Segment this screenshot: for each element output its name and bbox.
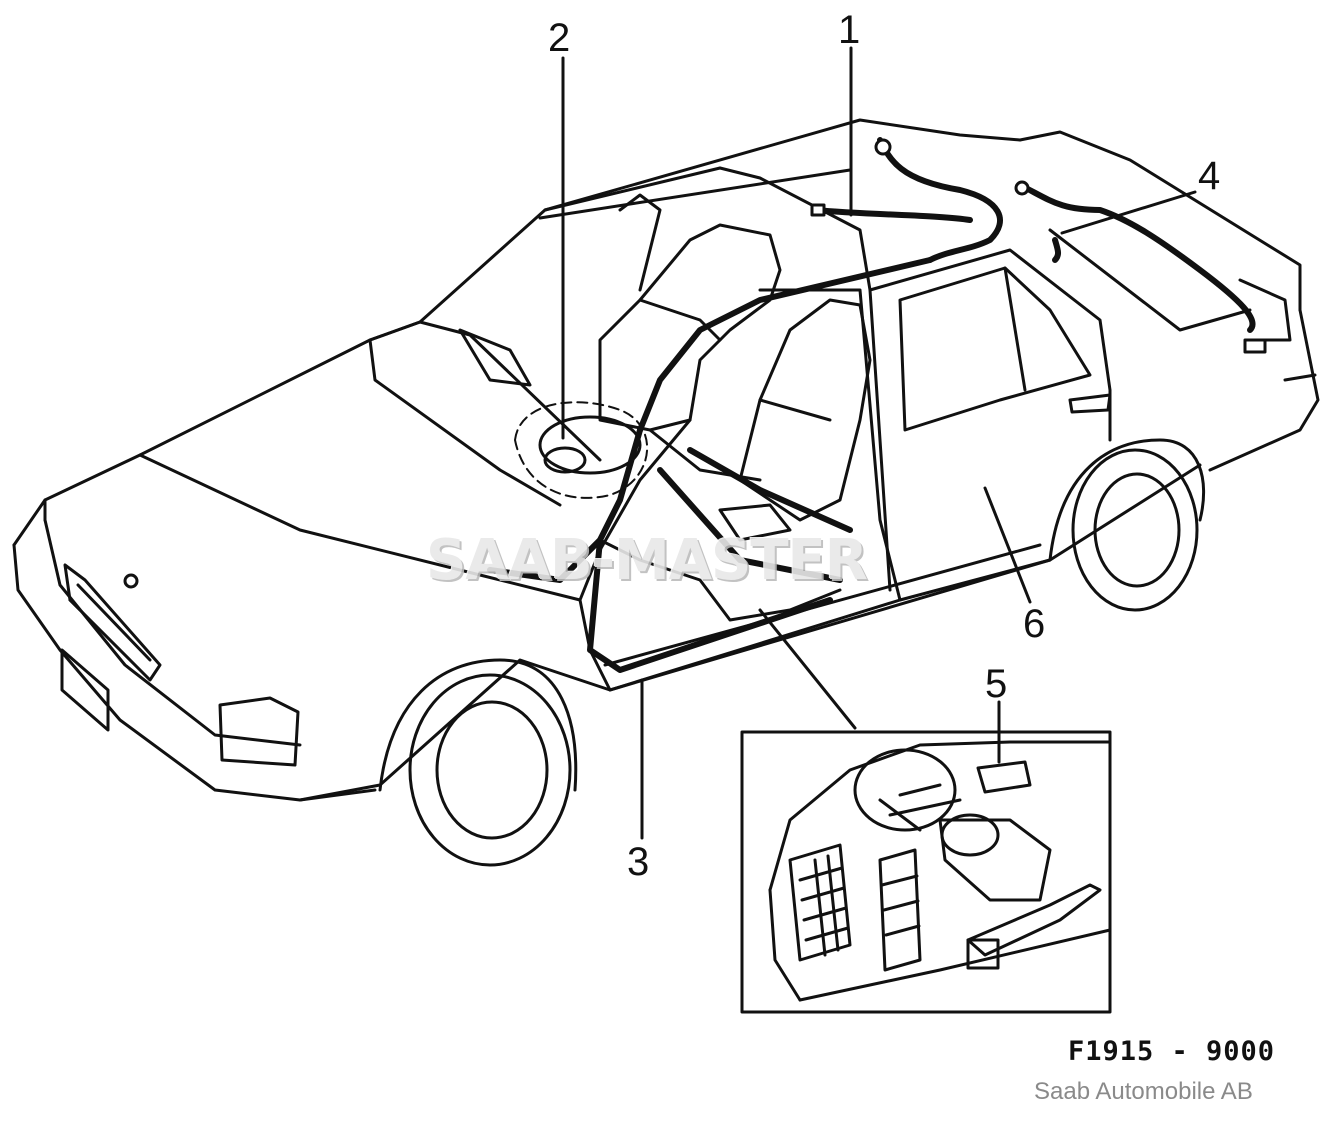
leader-6: [983, 486, 1032, 604]
reel-unit: [538, 415, 642, 475]
mounting-region: [514, 401, 649, 499]
wheels: [378, 438, 1206, 867]
callout-2: 2: [548, 16, 571, 60]
detail-inset: [740, 730, 1112, 1014]
callout-1: 1: [838, 8, 861, 52]
leader-detail: [758, 608, 857, 730]
connectors: [810, 138, 1267, 354]
leader-lines: [561, 46, 1197, 840]
wiring-harness: [487, 137, 1256, 673]
leader-4: [1060, 190, 1197, 235]
callout-4: 4: [1198, 154, 1221, 198]
publisher-credit: Saab Automobile AB: [1034, 1078, 1253, 1105]
callout-3: 3: [627, 840, 650, 884]
callout-5: 5: [985, 662, 1008, 706]
drawing-code: F1915 - 9000: [1068, 1036, 1276, 1067]
watermark: SAAB-MASTER: [426, 528, 868, 593]
callout-6: 6: [1023, 602, 1046, 646]
